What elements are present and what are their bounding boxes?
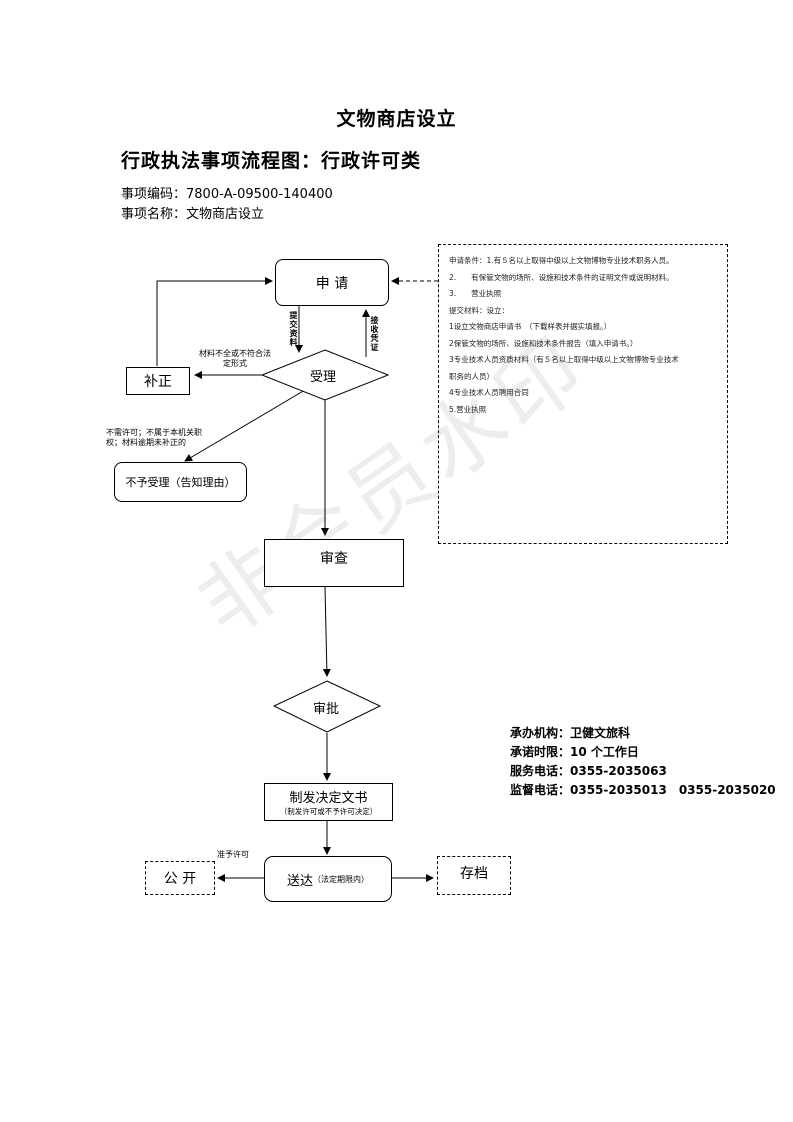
reject-node: 不予受理（告知理由） [114,462,247,502]
publish-node: 公 开 [145,861,215,895]
archive-node: 存档 [437,856,511,895]
condition-line: 2保管文物的场所、设施和技术条件报告（填入申请书。） [449,338,638,348]
receipt-label: 接收凭证 [370,316,379,352]
condition-line: 2. 有保管文物的场所、设施和技术条件的证明文件或说明材料。 [449,272,674,282]
conditions-panel: 申请条件：1.有５名以上取得中级以上文物博物专业技术职务人员。 2. 有保管文物… [438,244,728,544]
info-time: 承诺时限：10 个工作日 [510,745,639,759]
reject-reason-label: 不需许可；不属于本机关职权；材料逾期未补正的 [106,428,202,447]
item-code-value: 7800-A-09500-140400 [186,187,333,202]
deliver-note: （法定期限内） [313,874,369,884]
decision-note: （制发许可或不予许可决定） [279,807,378,816]
page-title: 文物商店设立 [336,108,457,130]
page-subtitle: 行政执法事项流程图：行政许可类 [121,150,422,172]
condition-line: 申请条件：1.有５名以上取得中级以上文物博物专业技术职务人员。 [449,256,674,265]
item-name: 事项名称：文物商店设立 [121,203,264,222]
accept-label: 受理 [310,370,337,385]
info-phone: 服务电话：0355-2035063 [510,764,667,778]
item-code-label: 事项编码： [121,187,187,202]
item-name-value: 文物商店设立 [186,207,265,222]
apply-node: 申 请 [275,259,389,306]
incomplete-label: 材料不全或不符合法定形式 [199,349,271,368]
decision-node: 制发决定文书 （制发许可或不予许可决定） [264,783,393,821]
condition-line: 3专业技术人员资质材料（有５名以上取得中级以上文物博物专业技术 [449,355,679,364]
condition-line: 1设立文物商店申请书 （下载样表并据实填报。） [449,322,612,331]
submit-label: 提交资料 [289,311,298,347]
condition-line: 5.营业执照 [449,404,487,414]
supplement-node: 补正 [126,367,190,395]
accept-diamond [260,349,390,401]
approve-label: 审批 [313,702,340,717]
decision-title: 制发决定文书 [289,791,368,806]
deliver-node: 送达（法定期限内） [264,856,392,902]
condition-line: 提交材料：设立： [449,305,509,315]
deliver-title: 送达 [286,873,313,889]
item-code: 事项编码：7800-A-09500-140400 [121,183,333,202]
info-supervise: 监督电话：0355-2035013 0355-2035020 [510,783,776,797]
condition-line: 职务的人员） [449,371,494,381]
approve-diamond [272,680,382,733]
review-node: 审查 [264,539,404,587]
item-name-label: 事项名称： [121,207,187,222]
grant-label: 准予许可 [217,850,249,859]
condition-line: 4专业技术人员聘用合同 [449,388,529,397]
info-org: 承办机构：卫健文旅科 [510,726,631,740]
condition-line: 3. 营业执照 [449,289,502,298]
